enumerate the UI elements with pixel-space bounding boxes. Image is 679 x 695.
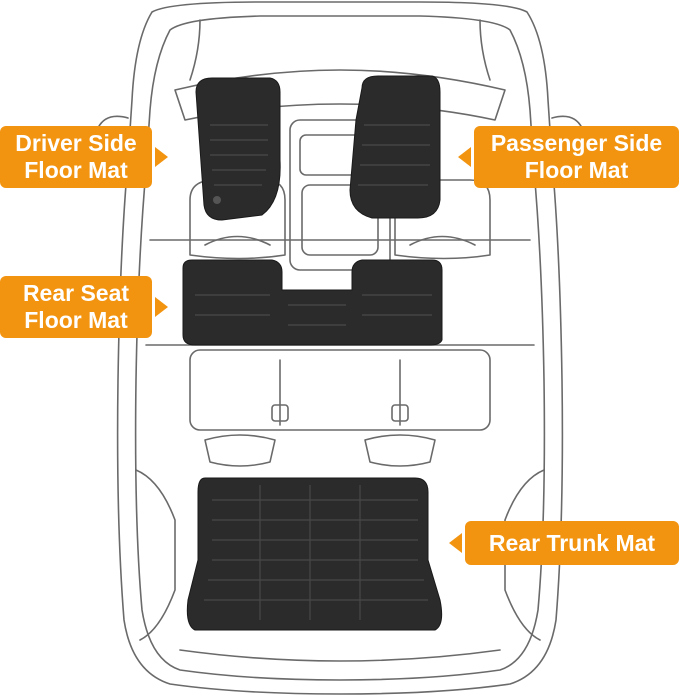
car-body-outline <box>116 1 564 695</box>
passenger-side-label-line1: Passenger Side <box>490 130 663 156</box>
passenger-floor-mat <box>349 75 441 219</box>
rear-bench <box>189 349 491 431</box>
driver-floor-mat <box>195 77 281 221</box>
rear-trunk-label-line1: Rear Trunk Mat <box>488 529 656 556</box>
driver-side-label-line2: Floor Mat <box>24 157 128 183</box>
passenger-side-label: Passenger Side Floor Mat <box>474 126 679 188</box>
rear-seat-floor-mat <box>182 259 443 346</box>
rear-trunk-label: Rear Trunk Mat <box>465 521 679 565</box>
rear-seat-label-line2: Floor Mat <box>24 307 128 333</box>
windshield <box>174 69 506 121</box>
driver-side-label: Driver Side Floor Mat <box>0 126 152 188</box>
driver-arrow-icon <box>155 147 168 167</box>
rear-seat-arrow-icon <box>155 297 168 317</box>
passenger-arrow-icon <box>458 147 471 167</box>
passenger-side-label-line2: Floor Mat <box>524 157 629 183</box>
rear-seat-label-line1: Rear Seat <box>22 280 130 306</box>
trunk-arrow-icon <box>449 533 462 553</box>
rear-trunk-mat <box>186 477 443 631</box>
rear-seat-label: Rear Seat Floor Mat <box>0 276 152 338</box>
front-left-seat <box>189 179 286 260</box>
driver-side-label-line1: Driver Side <box>15 130 137 156</box>
